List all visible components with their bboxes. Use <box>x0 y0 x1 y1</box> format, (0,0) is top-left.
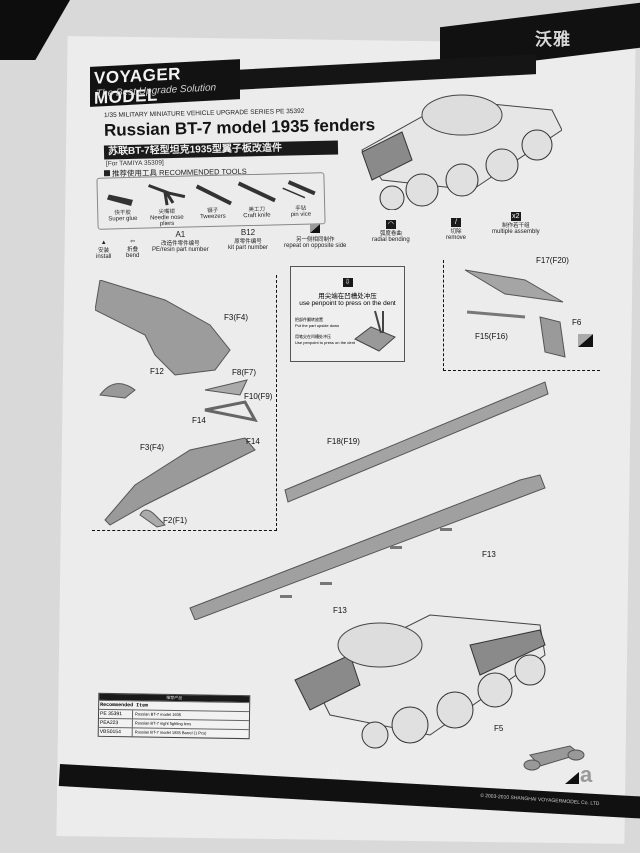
recommended-items-table: 推荐产品 Recommended Item PE 35391 Russian B… <box>97 692 251 740</box>
part-f10-shape <box>204 400 258 423</box>
kit-compatibility: [For TAMIYA 35309] <box>105 159 164 168</box>
legend-install: ▲ 安装 install <box>96 240 112 260</box>
background-shadow <box>0 0 71 60</box>
remove-icon: / <box>451 218 461 227</box>
bullet-square-icon <box>103 170 111 177</box>
tool-tweezers: 镊子 Tweezers <box>189 179 235 224</box>
right-assembly-diagram <box>464 269 593 358</box>
label-f2f1: F2(F1) <box>163 516 187 525</box>
glue-icon <box>100 182 146 209</box>
legend-repeat-side: 另一侧相同制作 repeat on opposite side <box>284 224 346 249</box>
label-f12: F12 <box>150 367 164 376</box>
part-f15-shape <box>466 310 526 319</box>
multiple-icon: x2 <box>510 212 521 221</box>
label-f6: F6 <box>572 318 582 327</box>
fender-front-part <box>95 280 231 376</box>
legend-multiple-assembly: x2 制作若干组 multiple assembly <box>492 212 540 235</box>
label-f13-left: F13 <box>333 606 347 615</box>
radial-bend-icon: ◠ <box>385 220 396 229</box>
pin-vice-icon <box>277 177 323 204</box>
fender-rails-diagram <box>189 381 549 620</box>
variant-mark: a <box>580 762 593 787</box>
rail-long-shape <box>189 474 546 620</box>
part-f12-shape <box>99 383 136 399</box>
label-f14-right: F14 <box>246 437 260 446</box>
label-f8f7: F8(F7) <box>232 368 256 377</box>
step-frame-left <box>92 275 277 531</box>
label-f10f9: F10(F9) <box>244 392 273 401</box>
tweezers-icon <box>189 179 235 206</box>
knife-icon <box>233 178 279 205</box>
label-f13-right: F13 <box>482 550 496 559</box>
left-assembly-diagram <box>95 280 258 528</box>
penpoint-instruction-box: ⇩ 用尖端在凹槽处冲压 use penpoint to press on the… <box>290 266 405 362</box>
label-f5: F5 <box>494 724 504 733</box>
pliers-icon <box>144 181 190 208</box>
rail-f18-shape <box>284 381 549 503</box>
legend-bend: ⇦ 折叠 bend <box>126 239 140 259</box>
repeat-side-icon <box>565 772 579 784</box>
repeat-side-icon <box>284 224 346 235</box>
f13-brackets <box>280 528 452 598</box>
install-arrow-icon: ▲ <box>100 240 107 246</box>
tool-craft-knife: 美工刀 Craft knife <box>233 178 279 223</box>
label-f3f4-top: F3(F4) <box>224 313 248 322</box>
table-row: VBS0154 Russian BT-7 model 1935 Barrel (… <box>98 726 249 739</box>
page-number: 1/1 <box>325 768 341 780</box>
step-frame-right <box>443 260 600 371</box>
label-f17f20: F17(F20) <box>536 256 569 265</box>
tool-pin-vice: 手钻 pin vice <box>277 177 323 222</box>
fender-mid-part <box>104 437 256 526</box>
legend-kit-part: B12 原零件编号 kit part number <box>228 228 269 251</box>
part-f5-shape <box>523 745 585 771</box>
legend-radial-bending: ◠ 弧度卷曲 radial bending <box>372 220 410 243</box>
label-f14-left: F14 <box>192 416 206 425</box>
part-f2-shape <box>139 509 166 528</box>
penpoint-diagram <box>354 310 396 352</box>
part-f6-shape <box>539 316 566 358</box>
tool-pliers: 尖嘴钳 Needle nose pliers <box>144 181 190 227</box>
repeat-side-icon <box>578 334 593 347</box>
label-f15f16: F15(F16) <box>475 332 508 341</box>
press-dent-icon: ⇩ <box>342 278 353 287</box>
tank-illustration-bottom <box>294 614 546 749</box>
label-f3f4-bottom: F3(F4) <box>140 443 164 452</box>
legend-remove: / 切除 remove <box>446 218 467 241</box>
bend-icon: ⇦ <box>130 239 136 245</box>
tools-box: 快干胶 Super glue 尖嘴钳 Needle nose pliers 镊子… <box>96 172 326 230</box>
tool-super-glue: 快干胶 Super glue <box>100 182 146 227</box>
label-f18f19: F18(F19) <box>327 437 360 446</box>
legend-pe-part: A1 改造件零件编号 PE/resin part number <box>152 230 209 253</box>
part-f17-shape <box>464 269 564 303</box>
part-f8-shape <box>204 379 248 396</box>
tank-illustration-top <box>361 94 562 210</box>
voyager-logo: VOYAGER MODEL The Best Upgrade Solution <box>90 59 240 108</box>
brand-cn-logo: 沃雅 <box>535 30 571 49</box>
